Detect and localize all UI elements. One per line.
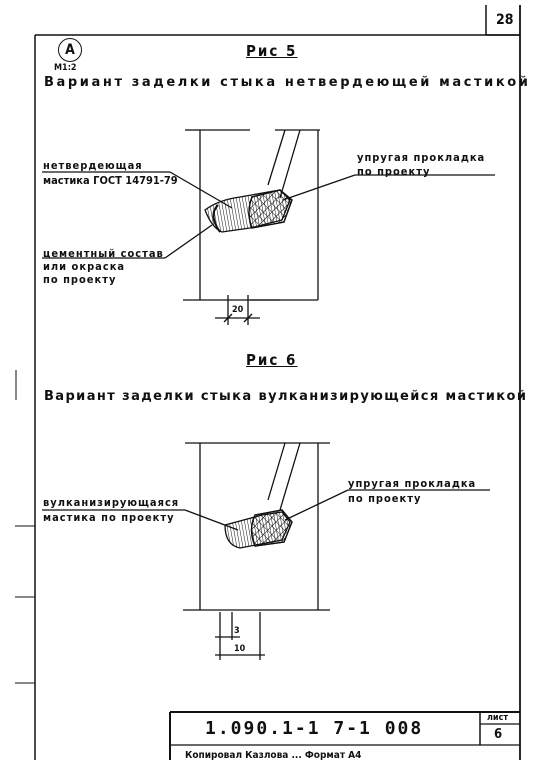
figure5-dimension: 20 xyxy=(232,305,244,315)
figure6-dimension-outer: 10 xyxy=(234,644,246,654)
figure6-callout-gasket-line1: упругая прокладка xyxy=(348,477,477,490)
figure5-callout-cement-line3: по проекту xyxy=(43,273,117,286)
figure5-callout-cement-line2: или окраска xyxy=(43,260,126,273)
figure5-callout-cement-line1: цементный состав xyxy=(43,247,164,260)
footer-text: Копировал Казлова ... Формат А4 xyxy=(185,750,362,761)
figure5-section-drawing xyxy=(42,129,495,325)
sheet-label: лист xyxy=(487,713,509,723)
scale-circle: A xyxy=(58,38,82,62)
figure5-callout-gasket-line2: по проекту xyxy=(357,165,431,178)
figure5-heading: Вариант заделки стыка нетвердеющей масти… xyxy=(44,75,531,90)
figure5-title: Рис 5 xyxy=(246,42,298,60)
figure5-callout-gasket-line1: упругая прокладка xyxy=(357,151,486,164)
figure6-title: Рис 6 xyxy=(246,351,298,369)
page-number: 28 xyxy=(496,12,514,28)
figure5-callout-mastic-line2: мастика ГОСТ 14791-79 xyxy=(43,174,178,187)
scale-label: M1:2 xyxy=(54,63,77,73)
figure6-dimension-inner: 3 xyxy=(234,626,240,636)
figure5-callout-mastic-line1: нетвердеющая xyxy=(43,159,143,172)
figure6-section-drawing xyxy=(42,442,490,660)
doc-code: 1.090.1-1 7-1 008 xyxy=(205,718,424,739)
figure6-callout-mastic-line2: мастика по проекту xyxy=(43,511,175,524)
sheet-frame xyxy=(15,5,521,760)
figure6-callout-mastic-line1: вулканизирующаяся xyxy=(43,496,180,509)
figure6-callout-gasket-line2: по проекту xyxy=(348,492,422,505)
figure6-heading: Вариант заделки стыка вулканизирующейся … xyxy=(44,389,528,404)
scale-circle-letter: A xyxy=(65,42,75,58)
sheet-number: 6 xyxy=(494,727,503,742)
